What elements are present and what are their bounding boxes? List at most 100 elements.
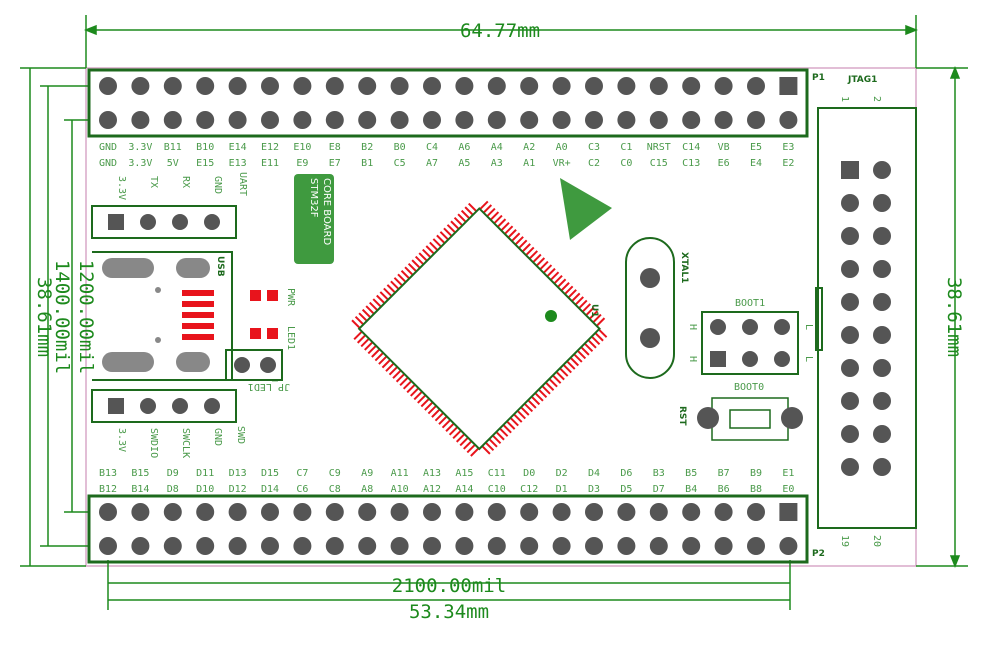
top-row2-pin-label: A5	[458, 158, 470, 169]
top-row1-pin-label: C3	[588, 142, 600, 153]
header-pin	[455, 77, 474, 95]
pwr-led	[250, 290, 278, 301]
board-title-badge	[294, 174, 334, 264]
header-pin	[390, 111, 409, 129]
top-row2-pin-label: A1	[523, 158, 535, 169]
top-row2-pin-label: E9	[296, 158, 308, 169]
header-pin	[714, 77, 733, 95]
header-pin	[163, 77, 182, 95]
top-row2-pin-label: C15	[650, 158, 668, 169]
bottom-row2-pin-label: A10	[391, 484, 409, 495]
header-pin	[520, 111, 539, 129]
uart-pin-label: GND	[212, 176, 223, 194]
top-row1-pin-label: E5	[750, 142, 762, 153]
jtag-pin	[841, 425, 859, 443]
header-pin	[585, 111, 603, 129]
jtag-pin	[873, 458, 891, 476]
bottom-row2-pin-label: D7	[653, 484, 665, 495]
bottom-row2-pin-label: C8	[329, 484, 341, 495]
jtag-pin20-label: 20	[871, 535, 882, 547]
swd-pin-label: SWCLK	[180, 428, 191, 458]
header-pin	[747, 77, 765, 95]
header-pin	[487, 77, 506, 95]
header-pin	[390, 537, 409, 555]
bottom-row2-pin-label: D14	[261, 484, 279, 495]
header-pin	[520, 537, 539, 555]
header-pin	[552, 111, 571, 129]
u1-label: U1	[589, 304, 599, 318]
xtal1-label: XTAL1	[679, 252, 689, 283]
top-row2-pin-label: 3.3V	[128, 158, 152, 169]
top-row1-pin-label: E12	[261, 142, 279, 153]
top-row2-pin-label: E4	[750, 158, 762, 169]
jtag-label: JTAG1	[847, 75, 877, 85]
header-pin	[196, 503, 215, 521]
header-pin	[131, 111, 150, 129]
header-pin	[261, 537, 279, 555]
jtag-pin	[841, 194, 859, 212]
uart-pin	[140, 214, 156, 230]
dimension-right	[916, 65, 968, 569]
header-pin	[552, 77, 571, 95]
swd-pin	[172, 398, 188, 414]
bottom-row1-pin-label: B9	[750, 468, 762, 479]
top-row2-pin-label: C0	[620, 158, 632, 169]
uart-pin-label: TX	[148, 176, 159, 188]
swd-pin-label: GND	[212, 428, 223, 446]
header-pin	[649, 111, 668, 129]
jtag-pin2-label: 2	[871, 96, 882, 102]
bottom-row1-pin-label: B15	[131, 468, 149, 479]
bottom-row2-pin-label: C6	[296, 484, 308, 495]
swd-pin-label: SWDIO	[148, 428, 159, 458]
header-pin	[649, 503, 668, 521]
header-pin	[617, 77, 636, 95]
header-pin	[358, 111, 377, 129]
boot1-jumper	[701, 311, 799, 375]
top-row1-pin-label: E14	[229, 142, 247, 153]
bottom-row1-pin-label: B13	[99, 468, 117, 479]
jtag-pin	[841, 359, 859, 377]
header-pin	[423, 537, 441, 555]
header-pin	[585, 537, 603, 555]
mcu-u1	[343, 192, 616, 465]
rst-label: RST	[677, 406, 687, 426]
dimension-left	[20, 67, 90, 567]
l-label-2: L	[803, 356, 814, 362]
jtag-pin	[841, 293, 859, 311]
bottom-row1-pin-label: D4	[588, 468, 600, 479]
top-row1-pin-label: B2	[361, 142, 373, 153]
jtag-pin	[873, 392, 891, 410]
header-pin	[520, 503, 539, 521]
header-pin	[487, 503, 506, 521]
bottom-row2-pin-label: B8	[750, 484, 762, 495]
top-row2-pin-label: A3	[491, 158, 503, 169]
p2-label: P2	[812, 549, 825, 559]
top-row1-pin-label: E10	[293, 142, 311, 153]
header-pin	[617, 537, 636, 555]
header-pin	[390, 503, 409, 521]
top-row2-pin-label: E7	[329, 158, 341, 169]
jtag-pin	[841, 392, 859, 410]
header-pin	[325, 503, 344, 521]
header-pin	[196, 111, 215, 129]
top-row2-pin-label: VR+	[553, 158, 571, 169]
header-pin	[325, 111, 344, 129]
header-pin	[682, 77, 701, 95]
bottom-row1-pin-label: D2	[556, 468, 568, 479]
bottom-row1-pin-label: B3	[653, 468, 665, 479]
header-pin	[423, 111, 441, 129]
header-pin	[779, 537, 798, 555]
header-pin	[228, 537, 247, 555]
bottom-row1-pin-label: A11	[391, 468, 409, 479]
bottom-row1-pin-label: D9	[167, 468, 179, 479]
jtag-pin19-label: 19	[839, 535, 850, 547]
header-pin	[293, 503, 312, 521]
height-dimension-right: 38.61mm	[943, 277, 965, 357]
reset-button[interactable]	[711, 397, 789, 441]
bottom-row1-pin-label: A13	[423, 468, 441, 479]
header-pin	[293, 537, 312, 555]
bottom-row2-pin-label: D8	[167, 484, 179, 495]
crystal-xtal1	[625, 237, 675, 379]
top-row1-pin-label: B11	[164, 142, 182, 153]
